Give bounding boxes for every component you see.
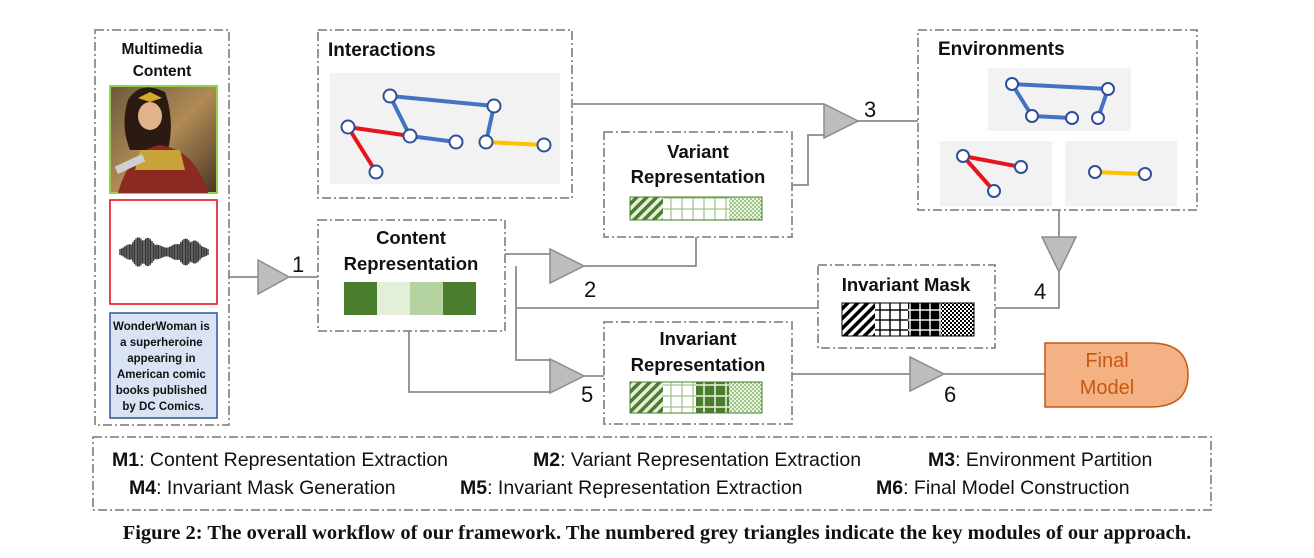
invariant-mask-vector bbox=[841, 302, 975, 337]
legend-row-1b: M2: Variant Representation Extraction bbox=[533, 449, 861, 471]
svg-text:WonderWoman is a super: WonderWoman is a superheroine appearing … bbox=[113, 321, 213, 413]
legend-row-2: M4: Invariant Mask Generation bbox=[129, 477, 396, 499]
text-line-5: books published bbox=[116, 385, 207, 397]
connectors bbox=[228, 103, 1060, 393]
module-4-triangle bbox=[1040, 236, 1078, 274]
invariant-representation-box: Invariant Representation bbox=[603, 321, 793, 425]
variant-title-line2: Representation bbox=[631, 166, 766, 187]
variant-representation-box: Variant Representation bbox=[603, 131, 793, 238]
legend-text-m1: : Content Representation Extraction bbox=[139, 449, 448, 471]
legend-text-m2: : Variant Representation Extraction bbox=[560, 449, 861, 471]
interactions-box: Interactions bbox=[317, 29, 573, 199]
multimedia-title-line1: Multimedia bbox=[122, 41, 203, 58]
module-3-triangle bbox=[823, 102, 860, 140]
module-number-1: 1 bbox=[292, 252, 304, 277]
legend-key-m3: M3 bbox=[928, 449, 955, 471]
final-model-line2: Model bbox=[1080, 377, 1134, 399]
module-legend: M1: Content Representation Extraction M2… bbox=[92, 436, 1212, 511]
hero-image bbox=[109, 85, 218, 194]
legend-key-m5: M5 bbox=[460, 477, 487, 499]
legend-key-m2: M2 bbox=[533, 449, 560, 471]
content-title-line2: Representation bbox=[344, 253, 479, 274]
module-1-triangle bbox=[257, 258, 291, 296]
text-line-1: WonderWoman is bbox=[113, 321, 210, 333]
legend-text-m6: : Final Model Construction bbox=[903, 477, 1130, 499]
environments-title: Environments bbox=[938, 39, 1065, 60]
legend-key-m6: M6 bbox=[876, 477, 903, 499]
audio-waveform bbox=[109, 199, 218, 305]
content-title-line1: Content bbox=[376, 227, 446, 248]
content-representation-box: Content Representation bbox=[317, 219, 506, 332]
interactions-title: Interactions bbox=[328, 40, 436, 61]
content-vector bbox=[344, 282, 476, 315]
legend-text-m3: : Environment Partition bbox=[955, 449, 1152, 471]
text-snippet: WonderWoman is a superheroine appearing … bbox=[109, 312, 218, 419]
module-5-triangle bbox=[549, 357, 586, 395]
invariant-vector bbox=[629, 381, 763, 414]
legend-row-2b: M5: Invariant Representation Extraction bbox=[460, 477, 803, 499]
variant-title-line1: Variant bbox=[667, 141, 729, 162]
final-model-line1: Final bbox=[1085, 350, 1128, 372]
module-number-4: 4 bbox=[1034, 279, 1046, 304]
module-number-2: 2 bbox=[584, 277, 596, 302]
figure-caption: Figure 2: The overall workflow of our fr… bbox=[122, 522, 1192, 544]
text-line-2: a superheroine bbox=[120, 337, 202, 349]
invariant-title-line1: Invariant bbox=[659, 328, 736, 349]
interaction-graph bbox=[340, 88, 552, 180]
text-line-6: by DC Comics. bbox=[122, 401, 203, 413]
legend-row-1: M1: Content Representation Extraction bbox=[112, 449, 448, 471]
module-6-triangle bbox=[909, 355, 946, 393]
legend-text-m4: : Invariant Mask Generation bbox=[156, 477, 396, 499]
final-model: Final Model bbox=[1044, 342, 1189, 408]
legend-row-2c: M6: Final Model Construction bbox=[876, 477, 1130, 499]
variant-vector bbox=[629, 196, 763, 221]
text-line-4: American comic bbox=[117, 369, 206, 381]
legend-row-1c: M3: Environment Partition bbox=[928, 449, 1152, 471]
multimedia-content-panel: Multimedia Content WonderWoman is a supe… bbox=[94, 29, 230, 426]
environments-box: Environments bbox=[917, 29, 1198, 211]
workflow-diagram: 1 2 3 4 5 6 Multimedia Content Wond bbox=[92, 29, 1212, 511]
invariant-mask-box: Invariant Mask bbox=[817, 264, 996, 349]
module-number-6: 6 bbox=[944, 382, 956, 407]
invariant-mask-title: Invariant Mask bbox=[842, 274, 971, 295]
legend-key-m1: M1 bbox=[112, 449, 139, 471]
text-line-3: appearing in bbox=[127, 353, 195, 365]
invariant-title-line2: Representation bbox=[631, 354, 766, 375]
module-number-3: 3 bbox=[864, 97, 876, 122]
legend-key-m4: M4 bbox=[129, 477, 156, 499]
module-2-triangle bbox=[549, 247, 586, 285]
multimedia-title-line2: Content bbox=[133, 63, 192, 80]
legend-text-m5: : Invariant Representation Extraction bbox=[487, 477, 802, 499]
module-number-5: 5 bbox=[581, 382, 593, 407]
module-triangles bbox=[257, 102, 1078, 395]
